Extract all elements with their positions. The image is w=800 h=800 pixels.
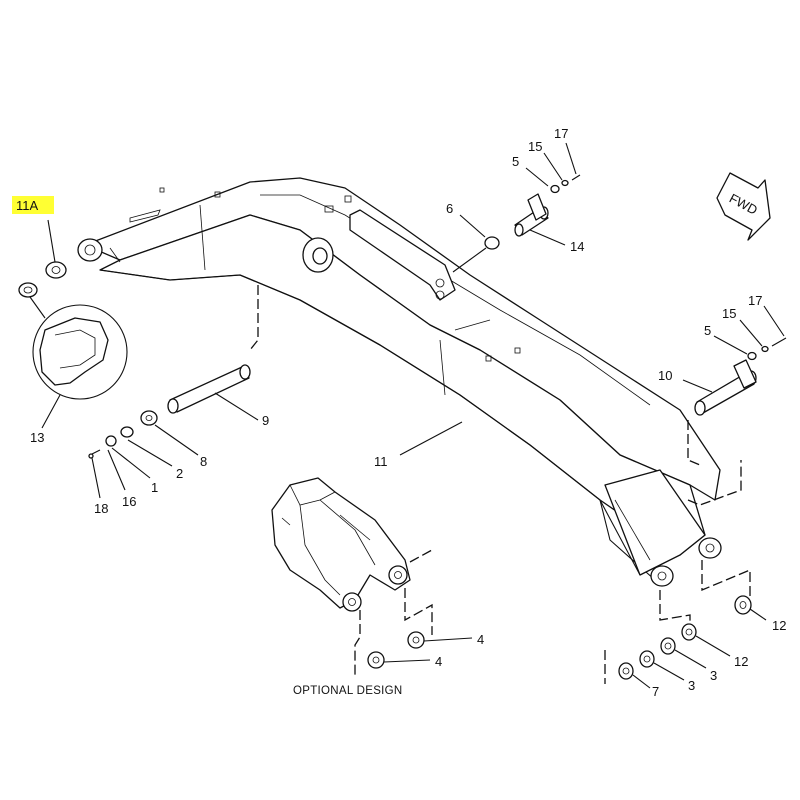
- callout-3-upper[interactable]: 3: [710, 668, 717, 683]
- callout-9[interactable]: 9: [262, 413, 269, 428]
- callout-17-lower[interactable]: 17: [748, 293, 762, 308]
- optional-design-inset: [271, 477, 473, 675]
- seal-13: [18, 282, 128, 429]
- pin-9-assembly: [88, 285, 259, 499]
- callout-2[interactable]: 2: [176, 466, 183, 481]
- callout-10[interactable]: 10: [658, 368, 672, 383]
- callout-16[interactable]: 16: [122, 494, 136, 509]
- callout-12-lower[interactable]: 12: [734, 654, 748, 669]
- callout-18[interactable]: 18: [94, 501, 108, 516]
- callout-17-upper[interactable]: 17: [554, 126, 568, 141]
- callout-11a-highlight: [12, 196, 54, 214]
- callout-13[interactable]: 13: [30, 430, 44, 445]
- callout-4-lower[interactable]: 4: [435, 654, 442, 669]
- callout-3-lower[interactable]: 3: [688, 678, 695, 693]
- pin-10-assembly: [682, 305, 787, 506]
- washer-stack-right: [604, 560, 767, 689]
- pin-14-assembly: [452, 142, 581, 273]
- callout-12-upper[interactable]: 12: [772, 618, 786, 633]
- callout-1[interactable]: 1: [151, 480, 158, 495]
- callout-7[interactable]: 7: [652, 684, 659, 699]
- callout-15-lower[interactable]: 15: [722, 306, 736, 321]
- callout-4-upper[interactable]: 4: [477, 632, 484, 647]
- callout-15-upper[interactable]: 15: [528, 139, 542, 154]
- optional-design-caption: OPTIONAL DESIGN: [293, 685, 403, 697]
- callout-14[interactable]: 14: [570, 239, 584, 254]
- boom-assembly: [77, 177, 722, 587]
- callout-5-upper[interactable]: 5: [512, 154, 519, 169]
- callout-11[interactable]: 11: [374, 454, 388, 469]
- bearing-11a: [45, 219, 67, 279]
- callout-8[interactable]: 8: [200, 454, 207, 469]
- callout-6[interactable]: 6: [446, 201, 453, 216]
- callout-11a[interactable]: 11A: [16, 198, 38, 213]
- callout-5-lower[interactable]: 5: [704, 323, 711, 338]
- fwd-arrow: FWD: [716, 172, 771, 241]
